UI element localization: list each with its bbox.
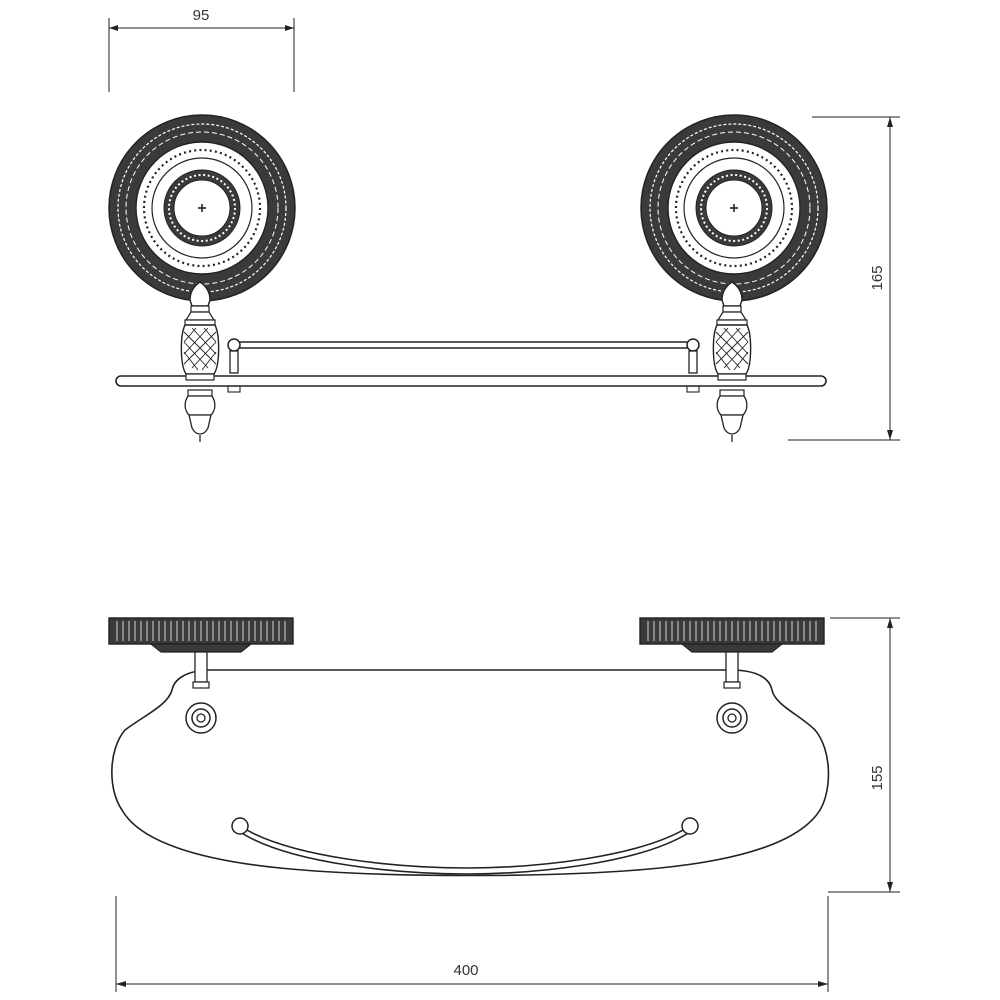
dimension-height-165: 165: [788, 116, 900, 441]
top-view: 155 400: [108, 617, 900, 992]
glass-shelf-front: [115, 375, 827, 387]
dimension-label-155: 155: [869, 765, 886, 790]
dimension-label-400: 400: [453, 962, 478, 979]
gallery-rail-top: [231, 817, 699, 875]
right-rosette: [639, 113, 829, 303]
glass-shelf-top: [111, 669, 830, 877]
dimension-label-95: 95: [193, 7, 210, 24]
left-finial: [180, 281, 220, 443]
dimension-label-165: 165: [869, 265, 886, 290]
dimension-width-400: 400: [115, 896, 829, 992]
dimension-height-155: 155: [828, 617, 900, 893]
front-view: 95 165: [107, 7, 900, 443]
dimension-width-95: 95: [108, 7, 295, 92]
left-rosette: [107, 113, 297, 303]
right-finial: [712, 281, 752, 443]
